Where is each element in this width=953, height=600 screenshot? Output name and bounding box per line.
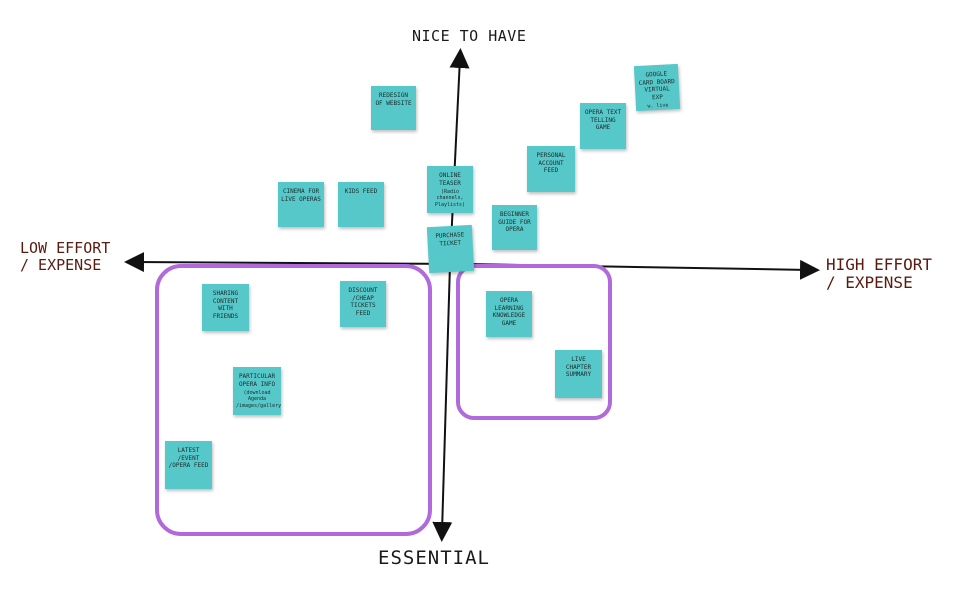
sticky-note-cinema-live-operas[interactable]: Cinema for live operas xyxy=(278,182,324,227)
note-text: Redesign of website xyxy=(375,92,412,107)
sticky-note-live-chapter-summary[interactable]: Live chapter summary xyxy=(555,350,602,398)
sticky-note-latest-event-feed[interactable]: Latest /Event /Opera feed xyxy=(165,441,212,489)
group-box-high-effort-essential xyxy=(456,264,612,420)
sticky-note-discount-cheap-tickets[interactable]: Discount /cheap tickets feed xyxy=(340,281,386,327)
sticky-note-purchase-ticket[interactable]: Purchase ticket xyxy=(426,224,475,274)
axis-label-low-effort-line2: / EXPENSE xyxy=(20,256,102,275)
sticky-note-beginner-guide[interactable]: Beginner guide for opera xyxy=(492,205,537,250)
sticky-note-sharing-content[interactable]: Sharing content with friends xyxy=(202,284,249,331)
note-text: Sharing content with friends xyxy=(212,290,239,320)
group-box-low-effort-essential xyxy=(155,264,432,536)
note-text: Kids feed xyxy=(344,188,378,195)
note-text: Live chapter summary xyxy=(565,356,592,378)
sticky-note-online-teaser[interactable]: Online teaser (Radio channels, Playlists… xyxy=(427,166,473,213)
sticky-note-redesign-website[interactable]: Redesign of website xyxy=(371,86,416,130)
note-text: Discount /cheap tickets feed xyxy=(348,287,378,317)
axis-label-low-effort-line1: LOW EFFORT xyxy=(20,239,111,257)
note-subtext: (Radio channels, Playlists) xyxy=(434,189,466,208)
note-text: Latest /Event /Opera feed xyxy=(168,447,209,469)
note-text: Purchase ticket xyxy=(435,231,465,248)
sticky-note-google-cardboard[interactable]: Google card board virtual exp w. live op… xyxy=(633,63,681,112)
sticky-note-opera-learning-game[interactable]: Opera learning knowledge game xyxy=(486,291,532,337)
note-subtext: (download Agenda /images/gallery) xyxy=(236,390,281,409)
axis-label-low-effort: LOW EFFORT / EXPENSE xyxy=(20,239,111,275)
note-text: Online teaser xyxy=(439,172,461,187)
note-text: Google card board virtual exp xyxy=(638,70,675,101)
axis-label-high-effort: HIGH EFFORT / EXPENSE xyxy=(826,255,932,293)
sticky-note-kids-feed[interactable]: Kids feed xyxy=(338,182,384,227)
sticky-note-opera-text-telling-game[interactable]: Opera text telling game xyxy=(580,103,626,149)
note-text: Opera learning knowledge game xyxy=(492,297,526,327)
note-text: Opera text telling game xyxy=(584,109,622,131)
axis-label-nice-to-have: NICE TO HAVE xyxy=(412,27,527,45)
note-text: Particular opera info xyxy=(238,373,276,388)
sticky-note-personal-account-feed[interactable]: Personal account feed xyxy=(527,146,575,192)
axis-label-high-effort-line2: / EXPENSE xyxy=(826,273,913,293)
note-text: Personal account feed xyxy=(536,152,566,174)
note-text: Cinema for live operas xyxy=(281,188,321,203)
axis-label-high-effort-line1: HIGH EFFORT xyxy=(826,255,932,274)
axis-label-essential: ESSENTIAL xyxy=(378,547,490,569)
note-text: Beginner guide for opera xyxy=(498,211,531,233)
horizontal-axis xyxy=(124,252,467,273)
vertical-axis-bottom xyxy=(432,263,453,542)
sticky-note-particular-opera-info[interactable]: Particular opera info (download Agenda /… xyxy=(233,367,281,415)
